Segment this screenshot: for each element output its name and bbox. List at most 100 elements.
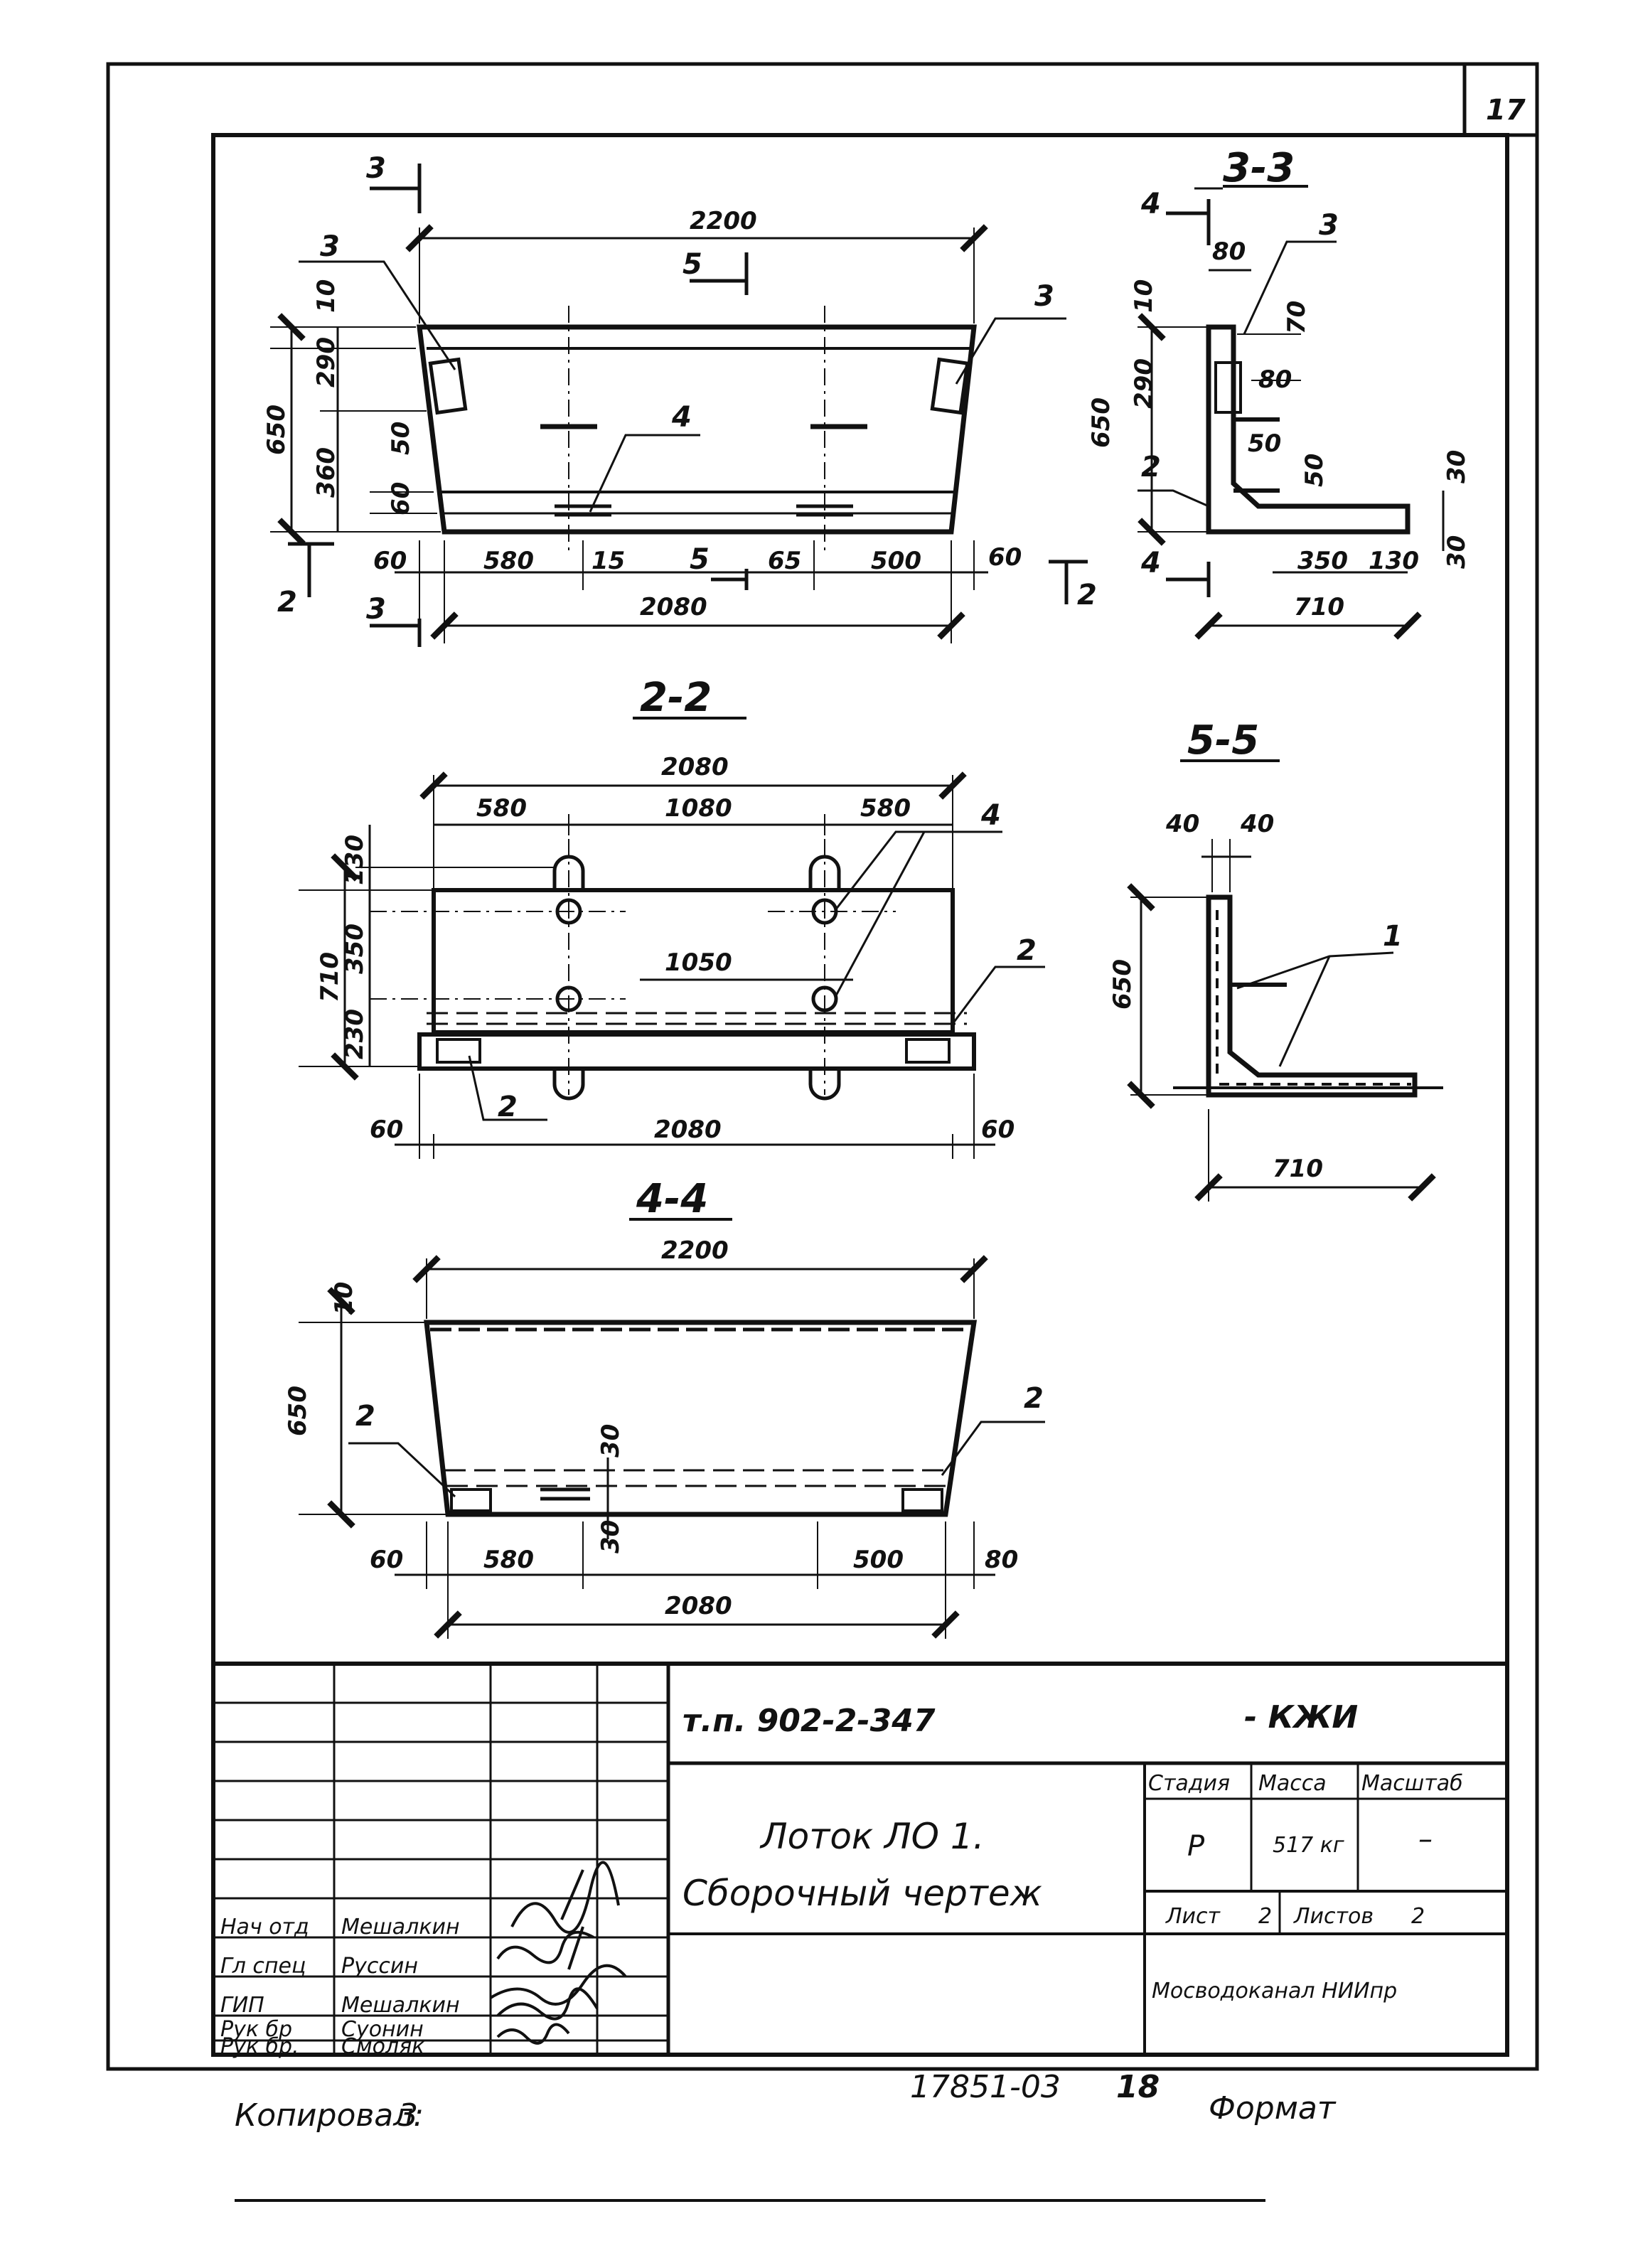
svg-text:580: 580 [860,794,911,823]
svg-text:710: 710 [1273,1155,1323,1183]
svg-text:50: 50 [1300,454,1329,487]
svg-text:40: 40 [1165,810,1199,838]
svg-text:Р: Р [1187,1830,1205,1863]
svg-text:–: – [1418,1823,1433,1856]
svg-text:4: 4 [1140,188,1161,220]
svg-text:2: 2 [1258,1904,1272,1929]
svg-text:2080: 2080 [640,593,707,621]
svg-text:Мешалкин: Мешалкин [341,1993,460,2018]
svg-text:650: 650 [1087,397,1115,448]
svg-text:2: 2 [1077,579,1097,611]
svg-text:350: 350 [341,924,369,974]
svg-text:517 кг: 517 кг [1273,1833,1344,1858]
svg-text:710: 710 [316,952,344,1002]
svg-text:130: 130 [341,835,369,885]
svg-text:50: 50 [1248,429,1281,458]
svg-text:3: 3 [366,593,386,626]
svg-text:4: 4 [1140,547,1161,579]
svg-text:30: 30 [1442,535,1471,569]
svg-text:Лист: Лист [1165,1904,1221,1929]
svg-text:2: 2 [277,586,297,619]
section-3-3 [1138,187,1445,640]
svg-text:580: 580 [476,794,527,823]
front-view-labels: 2200 3 3 2 2 5 5 3 3 4 650 10 290 360 50… [262,152,1097,626]
svg-text:Рук бр: Рук бр [220,2017,292,2042]
svg-text:5: 5 [682,248,702,281]
section-5-5-labels: 5-5 40 40 650 710 1 [1108,717,1403,1183]
svg-text:60: 60 [370,1116,403,1144]
svg-text:65: 65 [768,547,801,575]
svg-text:500: 500 [871,547,921,575]
svg-text:2080: 2080 [665,1592,732,1620]
svg-text:60: 60 [988,543,1022,572]
section-2-2-labels: 2-2 2080 580 1080 580 1050 130 710 350 2… [316,675,1037,1144]
svg-text:Нач отд: Нач отд [220,1915,309,1940]
svg-text:3: 3 [398,2097,418,2134]
svg-text:Руссин: Руссин [341,1954,418,1979]
svg-text:Рук бр.: Рук бр. [220,2034,299,2059]
svg-text:230: 230 [341,1009,369,1059]
svg-text:2080: 2080 [661,753,729,781]
svg-text:Сборочный чертеж: Сборочный чертеж [682,1873,1042,1914]
svg-text:5-5: 5-5 [1187,717,1259,764]
svg-text:10: 10 [330,1282,358,1315]
svg-text:Масштаб: Масштаб [1361,1771,1463,1796]
svg-text:4: 4 [980,799,1001,832]
svg-text:60: 60 [370,1546,403,1574]
svg-text:4-4: 4-4 [636,1176,708,1222]
svg-text:5: 5 [690,543,710,576]
svg-text:Суонин: Суонин [341,2017,424,2042]
svg-text:3: 3 [320,230,340,263]
svg-text:2: 2 [1411,1904,1425,1929]
svg-text:80: 80 [985,1546,1018,1574]
section-3-3-labels: 3-3 4 4 3 2 80 70 80 50 50 10 290 650 30… [1087,145,1471,621]
svg-text:17851-03: 17851-03 [910,2069,1061,2105]
svg-text:Мосводоканал НИИпр: Мосводоканал НИИпр [1152,1979,1397,2004]
svg-text:60: 60 [981,1116,1015,1144]
svg-text:80: 80 [1258,365,1292,394]
svg-text:650: 650 [284,1386,312,1436]
svg-text:290: 290 [312,337,341,387]
svg-text:Мешалкин: Мешалкин [341,1915,460,1940]
svg-text:2: 2 [1024,1382,1044,1415]
svg-text:290: 290 [1130,358,1158,409]
svg-text:130: 130 [1369,547,1419,575]
svg-text:30: 30 [596,1520,625,1553]
svg-text:2-2: 2-2 [640,675,712,721]
svg-text:650: 650 [1108,959,1137,1010]
svg-text:2: 2 [498,1091,518,1123]
svg-text:580: 580 [483,1546,534,1574]
svg-text:580: 580 [483,547,534,575]
svg-text:Листов: Листов [1293,1904,1374,1929]
svg-text:1050: 1050 [665,948,732,977]
section-2-2 [299,771,1045,1159]
svg-text:350: 350 [1297,547,1348,575]
footer: Копировал: 3 17851-03 18 Формат [235,2069,1337,2202]
section-5-5 [1127,839,1443,1202]
svg-text:Формат: Формат [1209,2090,1337,2127]
title-block-text: т.п. 902-2-347 - КЖИ Лоток ЛО 1. Сборочн… [220,1699,1463,2059]
svg-text:Стадия: Стадия [1148,1771,1230,1796]
sheet-number: 17 [1486,94,1526,127]
svg-text:15: 15 [592,547,625,575]
svg-text:710: 710 [1294,593,1344,621]
svg-text:т.п. 902-2-347: т.п. 902-2-347 [682,1703,936,1739]
svg-text:18: 18 [1116,2069,1160,2105]
front-view [270,164,1088,647]
svg-text:2200: 2200 [661,1236,729,1265]
svg-text:Лоток ЛО 1.: Лоток ЛО 1. [759,1816,985,1857]
title-block [213,1662,1507,2055]
svg-text:2: 2 [355,1400,375,1433]
svg-text:Гл спец: Гл спец [220,1954,306,1979]
svg-text:30: 30 [1442,450,1471,483]
svg-text:1: 1 [1383,920,1403,953]
svg-text:60: 60 [387,482,415,515]
svg-text:30: 30 [596,1424,625,1457]
svg-text:3: 3 [1034,280,1054,313]
svg-text:Масса: Масса [1258,1771,1327,1796]
section-4-4 [299,1255,1045,1639]
svg-text:Копировал:: Копировал: [235,2097,424,2134]
svg-text:80: 80 [1212,237,1246,266]
svg-text:4: 4 [671,401,692,434]
svg-text:2200: 2200 [690,207,757,235]
